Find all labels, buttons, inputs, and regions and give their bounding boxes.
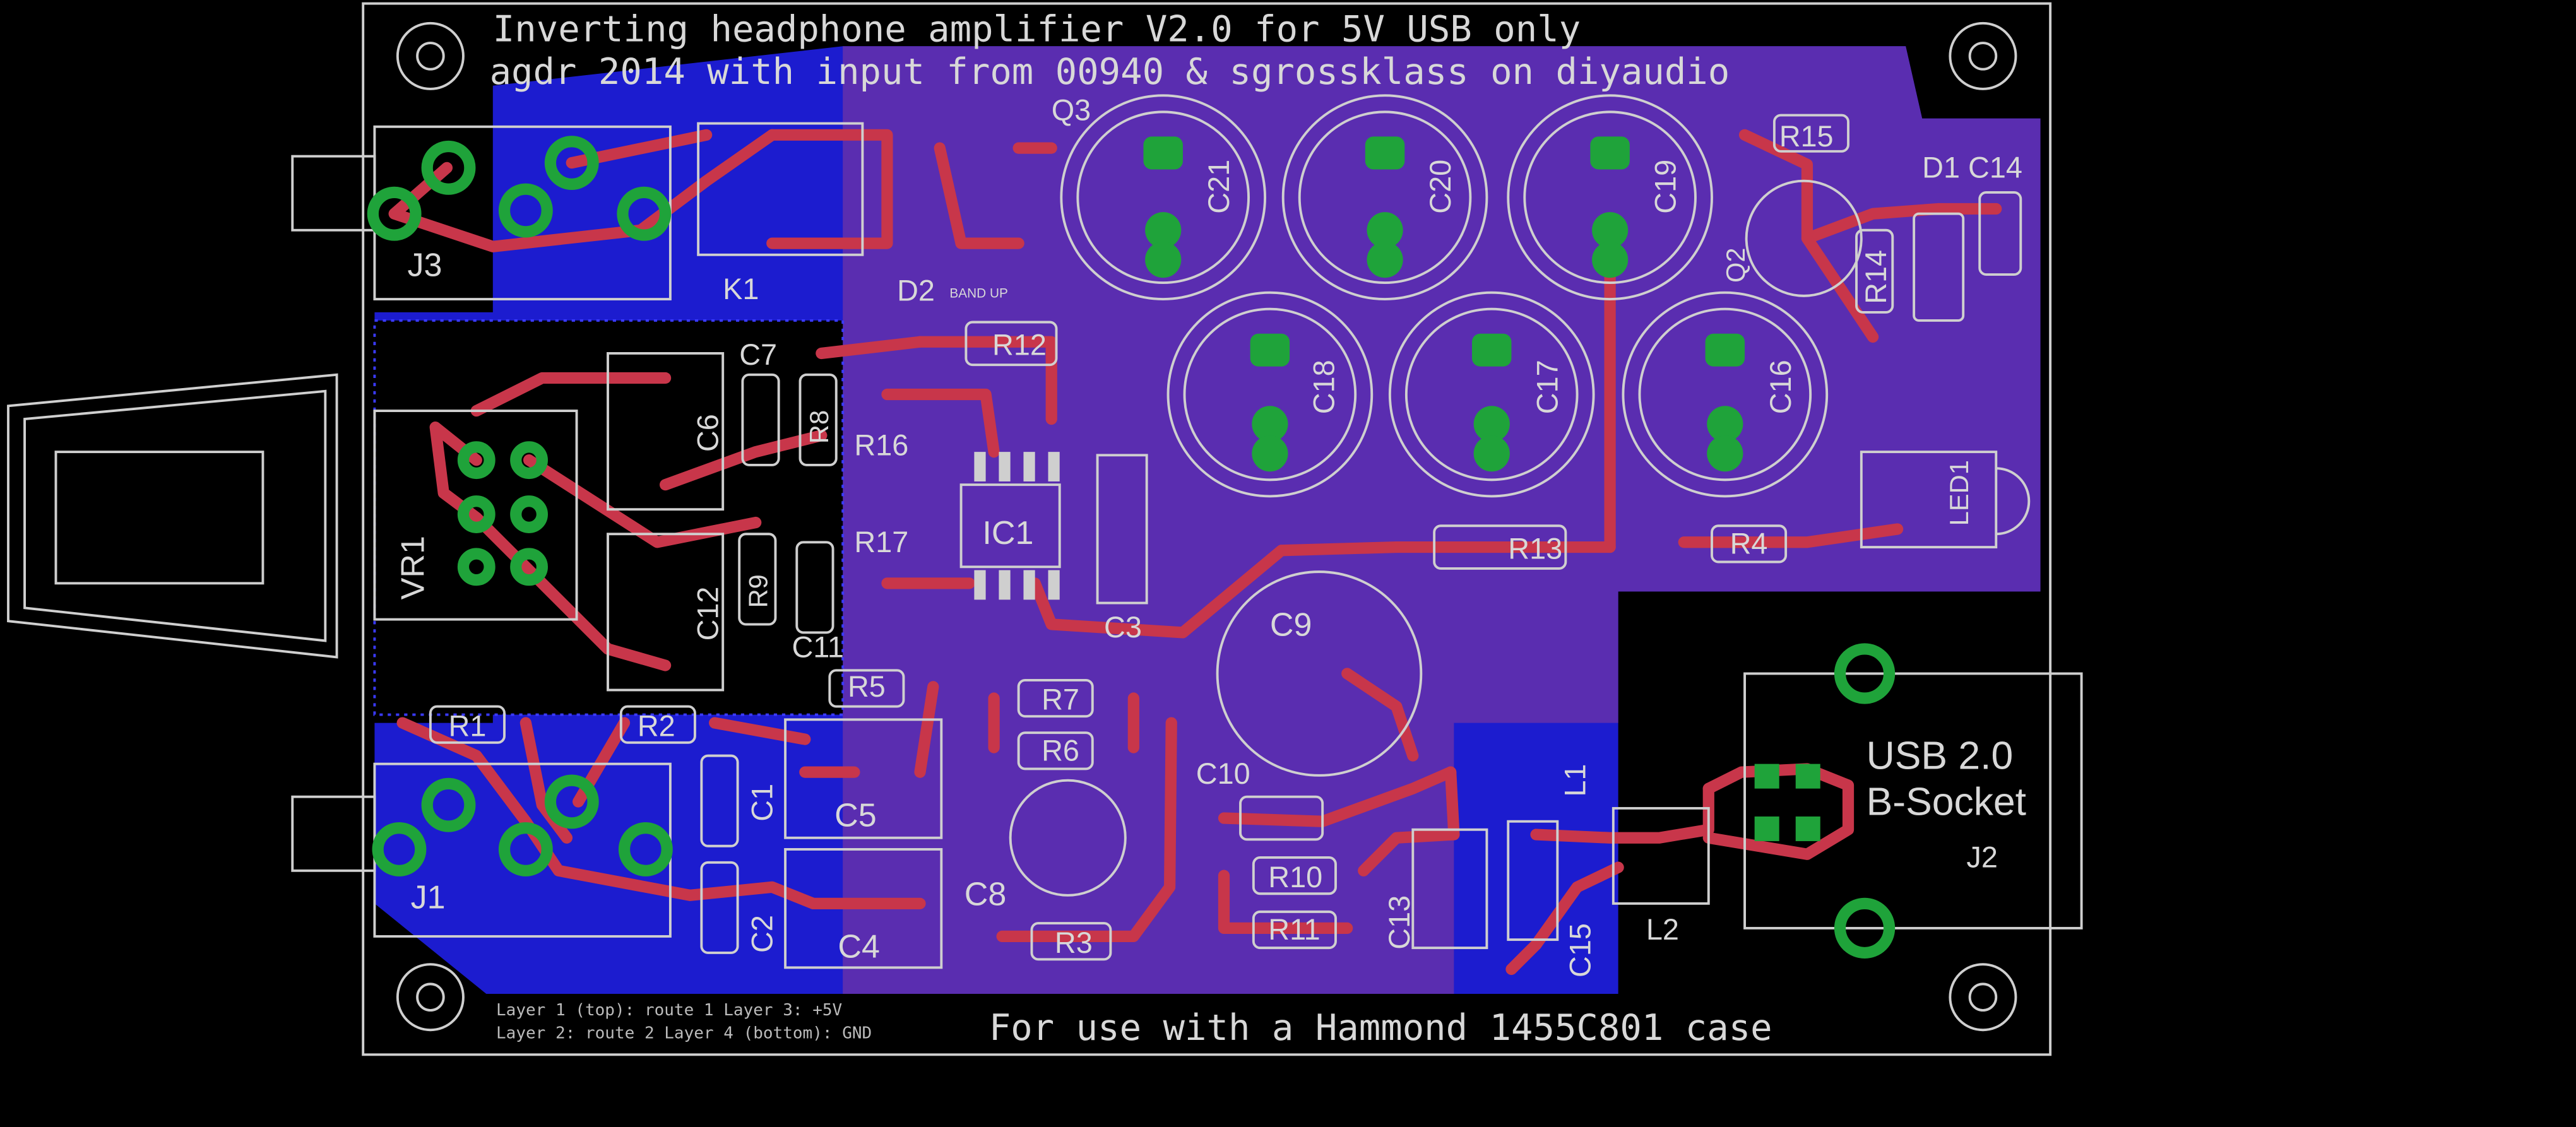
title-line-1: Inverting headphone amplifier V2.0 for 5… <box>493 8 1581 50</box>
label-J3: J3 <box>407 247 442 284</box>
label-J2: J2 <box>1966 841 1997 874</box>
label-IC1: IC1 <box>982 515 1033 552</box>
label-C13: C13 <box>1383 895 1416 950</box>
label-C10: C10 <box>1196 757 1250 790</box>
label-R14: R14 <box>1860 250 1892 304</box>
label-Q3: Q3 <box>1052 93 1091 126</box>
case-note: For use with a Hammond 1455C801 case <box>989 1006 1772 1049</box>
label-C7: C7 <box>739 338 777 371</box>
label-LED1: LED1 <box>1944 460 1974 526</box>
label-C11: C11 <box>792 630 843 663</box>
electrolytic-pads <box>1143 136 1820 841</box>
label-VR1: VR1 <box>395 536 431 599</box>
label-C17: C17 <box>1531 360 1564 414</box>
ground-pour <box>373 46 2041 994</box>
label-C19: C19 <box>1649 160 1682 214</box>
label-D2: D2 <box>897 274 935 307</box>
label-J1: J1 <box>411 880 446 916</box>
label-C8: C8 <box>965 876 1007 912</box>
usb-label-line-2: B-Socket <box>1867 779 2026 823</box>
label-R10: R10 <box>1268 861 1322 894</box>
label-R15: R15 <box>1779 120 1834 153</box>
label-C18: C18 <box>1307 360 1340 414</box>
label-C2: C2 <box>745 915 778 953</box>
label-C9: C9 <box>1270 607 1312 644</box>
label-R11: R11 <box>1268 913 1320 946</box>
label-R13: R13 <box>1508 532 1562 565</box>
label-R12: R12 <box>992 329 1047 362</box>
mounting-holes <box>396 21 2017 1032</box>
board-outline <box>362 2 2052 1056</box>
label-K1: K1 <box>723 273 759 305</box>
label-C21: C21 <box>1202 160 1235 214</box>
title-line-2: agdr 2014 with input from 00940 & sgross… <box>490 50 1730 93</box>
label-C20: C20 <box>1424 160 1457 214</box>
label-R7: R7 <box>1042 683 1079 716</box>
label-R9: R9 <box>743 574 773 608</box>
label-R6: R6 <box>1042 734 1079 767</box>
label-L2: L2 <box>1646 913 1679 946</box>
copper-traces <box>388 129 2002 976</box>
pads <box>367 136 1896 959</box>
label-R16: R16 <box>854 428 908 461</box>
label-L1: L1 <box>1559 764 1592 797</box>
label-C12: C12 <box>691 587 724 641</box>
label-D1: D1 <box>1922 151 1960 184</box>
layer-note-1: Layer 1 (top): route 1 Layer 3: +5V <box>496 1001 842 1020</box>
band-note: BAND UP <box>949 286 1008 300</box>
label-C15: C15 <box>1564 923 1596 977</box>
label-C16: C16 <box>1764 360 1797 414</box>
label-R1: R1 <box>449 709 487 742</box>
label-C6: C6 <box>691 414 724 452</box>
label-C4: C4 <box>838 929 880 965</box>
label-C14: C14 <box>1968 151 2022 184</box>
part-labels: J3 K1 Q3 D2 BAND UP C21 C20 C19 R15 D1 C… <box>395 93 2026 977</box>
label-R2: R2 <box>638 709 675 742</box>
label-R17: R17 <box>854 526 908 558</box>
label-R3: R3 <box>1055 926 1093 959</box>
usb-label-line-1: USB 2.0 <box>1867 733 2014 777</box>
label-R5: R5 <box>848 670 886 703</box>
label-C1: C1 <box>745 784 778 822</box>
ic-pins <box>974 452 1060 600</box>
label-Q2: Q2 <box>1721 248 1750 283</box>
layer-note-2: Layer 2: route 2 Layer 4 (bottom): GND <box>496 1024 872 1042</box>
label-R8: R8 <box>804 410 834 444</box>
label-C5: C5 <box>834 798 877 834</box>
label-R4: R4 <box>1730 527 1768 560</box>
label-C3: C3 <box>1104 611 1142 644</box>
components <box>7 94 2083 969</box>
